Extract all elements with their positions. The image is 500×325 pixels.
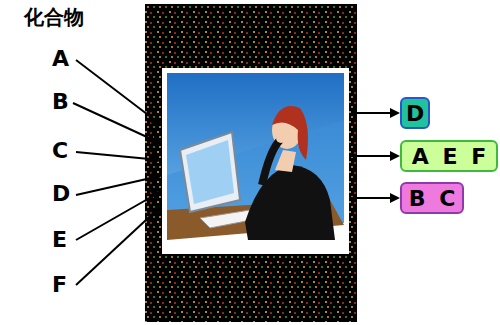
microarray-panel xyxy=(145,4,357,322)
compound-label: F xyxy=(52,272,67,297)
input-arrow xyxy=(76,60,160,124)
output-arrow xyxy=(351,112,398,114)
output-arrow xyxy=(351,197,398,199)
monitor-screen xyxy=(186,140,234,204)
compound-label: D xyxy=(52,181,70,206)
person-hand xyxy=(276,133,286,143)
input-arrow xyxy=(73,103,160,143)
person-neck xyxy=(275,150,296,172)
compound-label: C xyxy=(52,138,68,163)
person-hair xyxy=(272,106,308,160)
compound-label: E xyxy=(52,227,67,252)
result-box: A E F xyxy=(400,140,498,172)
result-box: B C xyxy=(400,182,464,214)
person-arm xyxy=(262,140,280,185)
picture-frame xyxy=(162,68,349,254)
compound-label: B xyxy=(52,89,69,114)
result-box: D xyxy=(400,97,430,129)
box-text: A E F xyxy=(412,144,486,169)
box-text: D xyxy=(406,101,424,126)
input-arrow xyxy=(76,152,160,160)
output-arrow xyxy=(351,155,398,157)
input-arrow xyxy=(76,192,160,240)
microarray-spots xyxy=(145,4,357,322)
diagram-title: 化合物 xyxy=(24,4,84,31)
input-arrow xyxy=(76,207,160,285)
input-arrow xyxy=(76,176,160,195)
monitor xyxy=(180,132,240,212)
compound-label: A xyxy=(52,46,69,71)
box-text: B C xyxy=(409,186,456,211)
person-body xyxy=(245,165,335,240)
